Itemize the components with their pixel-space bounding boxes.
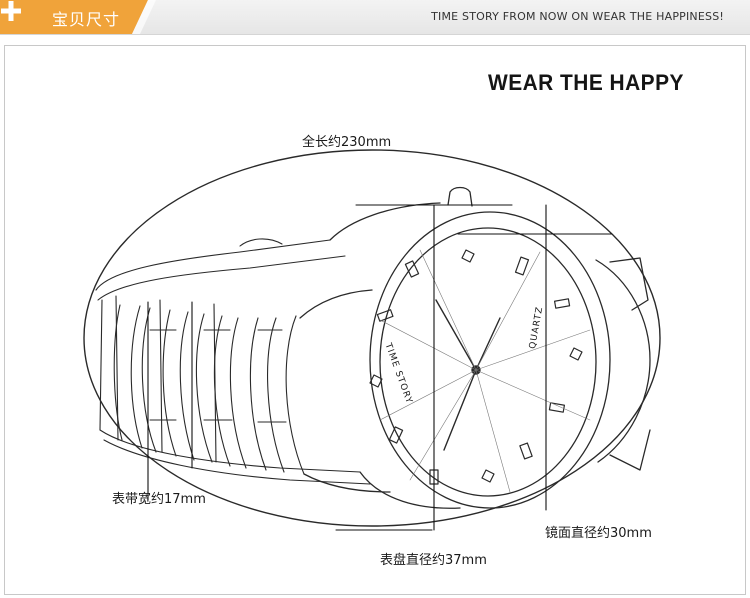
measure-lines [147, 204, 613, 531]
header-bar: 宝贝尺寸 TIME STORY FROM NOW ON WEAR THE HAP… [0, 0, 750, 35]
brand-heading: WEAR THE HAPPY [488, 70, 684, 95]
section-title: 宝贝尺寸 [52, 10, 121, 29]
brand-slogan: TIME STORY FROM NOW ON WEAR THE HAPPINES… [431, 10, 724, 23]
bracelet-links [95, 238, 371, 485]
band-width-label: 表带宽约17mm [112, 492, 206, 507]
outline-ellipse [83, 149, 661, 527]
header-tab-shape [0, 0, 156, 34]
header-tab: 宝贝尺寸 [0, 0, 160, 34]
watch-case [299, 186, 651, 509]
plus-icon [1, 1, 21, 21]
glass-diameter-label: 镜面直径约30mm [545, 526, 652, 541]
dial-rays [379, 249, 591, 493]
case-diameter-label: 表盘直径约37mm [380, 553, 487, 568]
total-length-label: 全长约230mm [302, 135, 392, 150]
watch-hands [435, 299, 501, 451]
